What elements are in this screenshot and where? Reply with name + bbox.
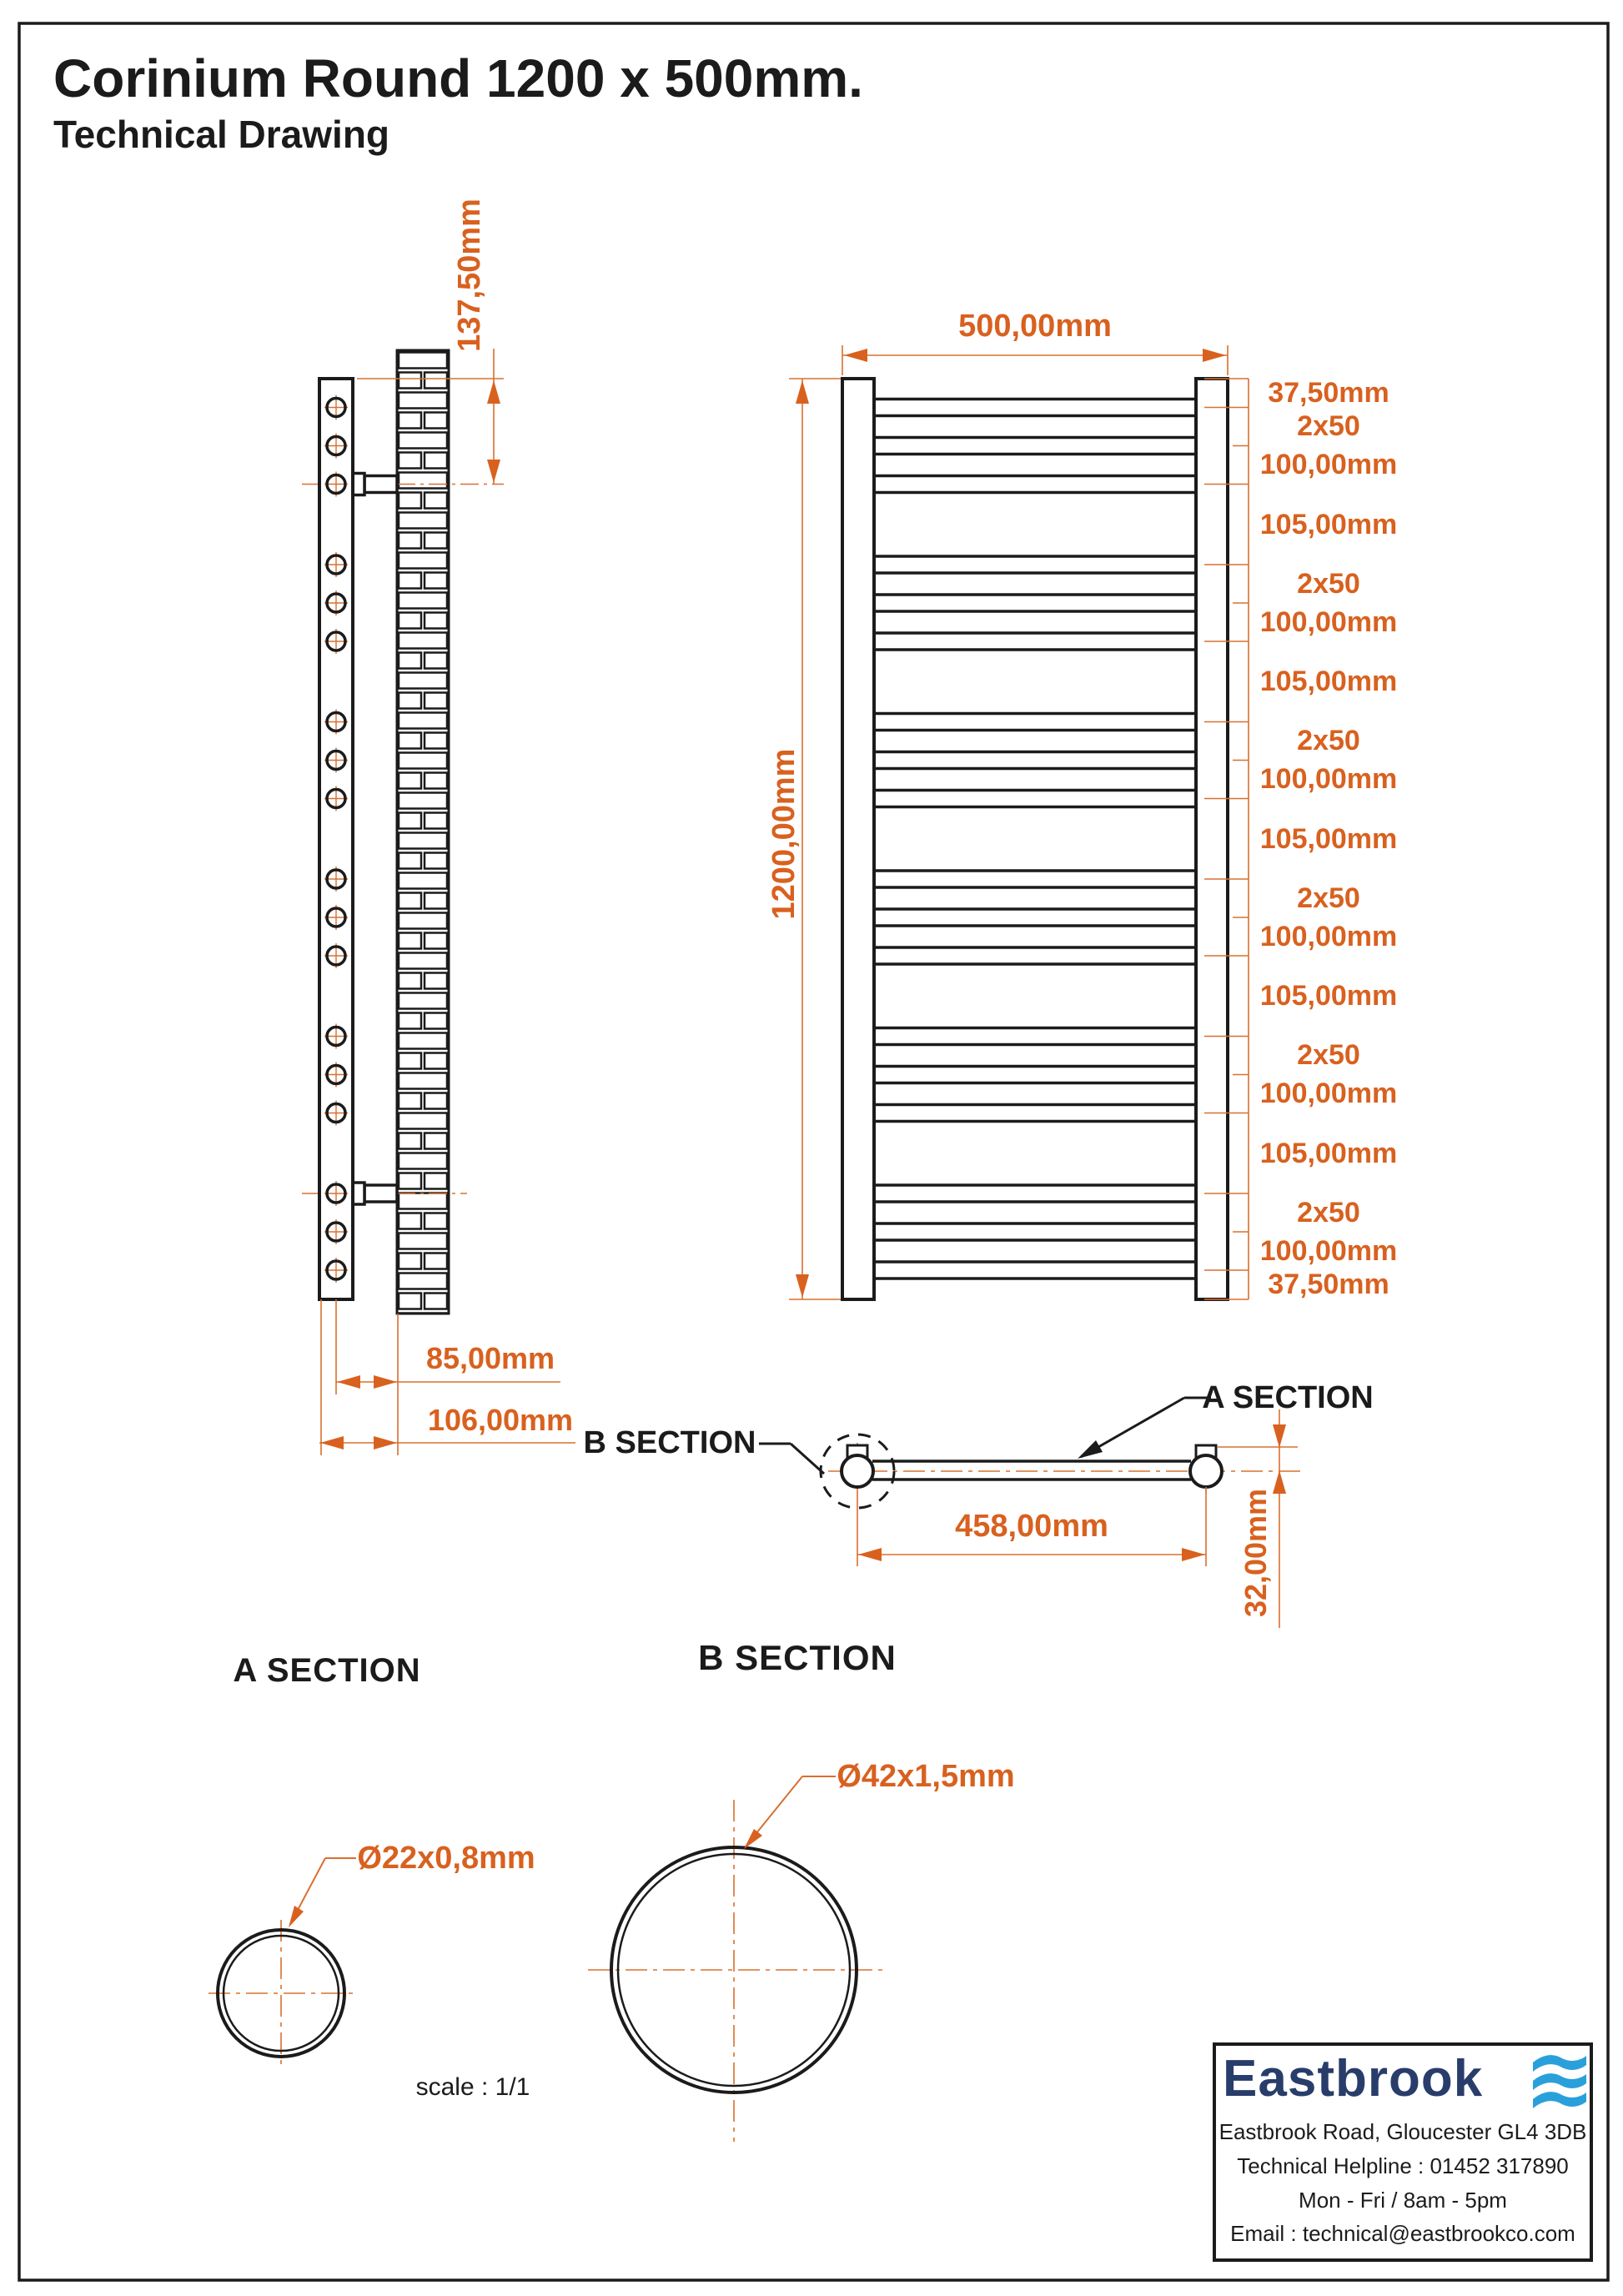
dim-label-32: 32,00mm: [1239, 1488, 1273, 1618]
spacing-dim: 105,00mm: [1259, 509, 1398, 540]
plan-view: [759, 1396, 1301, 1628]
plan-rail-right: [1188, 1454, 1224, 1489]
front-rail-left: [841, 377, 876, 1301]
spacing-dim: 2x50: [1297, 1197, 1360, 1228]
dim-85-106: [319, 1299, 575, 1455]
front-view: [789, 345, 1249, 1301]
dim-label-106: 106,00mm: [427, 1403, 574, 1437]
footer-box: [1213, 2042, 1593, 2262]
dim-label-85: 85,00mm: [425, 1341, 555, 1375]
side-rail: [318, 377, 354, 1301]
wall-bracket-bottom: [349, 1181, 399, 1206]
a-section-leader: [1080, 1396, 1211, 1459]
b-section-heading: B SECTION: [698, 1638, 897, 1677]
plan-rail-left: [840, 1454, 875, 1489]
spacing-dim: 2x50: [1297, 725, 1360, 756]
section-a-detail: [209, 1857, 356, 2067]
dim-label-458: 458,00mm: [955, 1509, 1108, 1544]
spacing-dim: 105,00mm: [1259, 980, 1398, 1012]
footer-email: Email : technical@eastbrookco.com: [1230, 2221, 1575, 2246]
dim-label-137-50: 137,50mm: [452, 198, 487, 352]
spacing-dim: 2x50: [1297, 410, 1360, 442]
spacing-dim: 2x50: [1297, 568, 1360, 600]
page-title: Corinium Round 1200 x 500mm.: [53, 48, 863, 108]
page-border: [18, 22, 1610, 2282]
spacing-dim: 100,00mm: [1259, 1078, 1398, 1109]
section-b-detail: [588, 1776, 882, 2142]
spacing-ticks: [1204, 378, 1249, 1300]
spacing-dim: 100,00mm: [1259, 449, 1398, 480]
dim-500: [842, 345, 1229, 375]
spacing-dim: 100,00mm: [1259, 763, 1398, 795]
wall-brick-pattern: [397, 350, 449, 1314]
spacing-dim: 2x50: [1297, 1039, 1360, 1071]
scale-note: scale : 1/1: [415, 2073, 530, 2101]
spacing-dim: 100,00mm: [1259, 921, 1398, 952]
plan-b-section-label: B SECTION: [583, 1425, 756, 1460]
plan-a-section-label: A SECTION: [1202, 1380, 1374, 1415]
side-view: [302, 349, 575, 1455]
spacing-dim: 105,00mm: [1259, 823, 1398, 855]
spacing-dim: 37,50mm: [1268, 377, 1389, 409]
dim-label-500: 500,00mm: [958, 309, 1112, 344]
wall-bracket-top: [349, 471, 399, 497]
page-subtitle: Technical Drawing: [53, 113, 390, 156]
footer-helpline: Technical Helpline : 01452 317890: [1237, 2153, 1569, 2178]
front-rail-right: [1194, 377, 1229, 1301]
spacing-dim: 100,00mm: [1259, 606, 1398, 638]
a-tube-size-label: Ø22x0,8mm: [357, 1841, 535, 1876]
brand-logo-text: Eastbrook: [1223, 2050, 1484, 2108]
dim-458: [857, 1487, 1207, 1566]
footer-hours: Mon - Fri / 8am - 5pm: [1299, 2188, 1507, 2213]
b-tube-size-label: Ø42x1,5mm: [837, 1759, 1015, 1794]
dim-1200: [789, 378, 841, 1300]
eastbrook-waves-icon: [1533, 2055, 1586, 2108]
spacing-dim: 2x50: [1297, 882, 1360, 914]
b-section-leader: [759, 1442, 826, 1475]
spacing-dim: 105,00mm: [1259, 1138, 1398, 1169]
spacing-dim: 100,00mm: [1259, 1235, 1398, 1267]
a-section-heading: A SECTION: [233, 1652, 421, 1689]
spacing-dim: 37,50mm: [1268, 1269, 1389, 1300]
dim-label-1200: 1200,00mm: [766, 748, 801, 920]
spacing-dim: 105,00mm: [1259, 666, 1398, 697]
footer-address: Eastbrook Road, Gloucester GL4 3DB: [1219, 2119, 1587, 2144]
